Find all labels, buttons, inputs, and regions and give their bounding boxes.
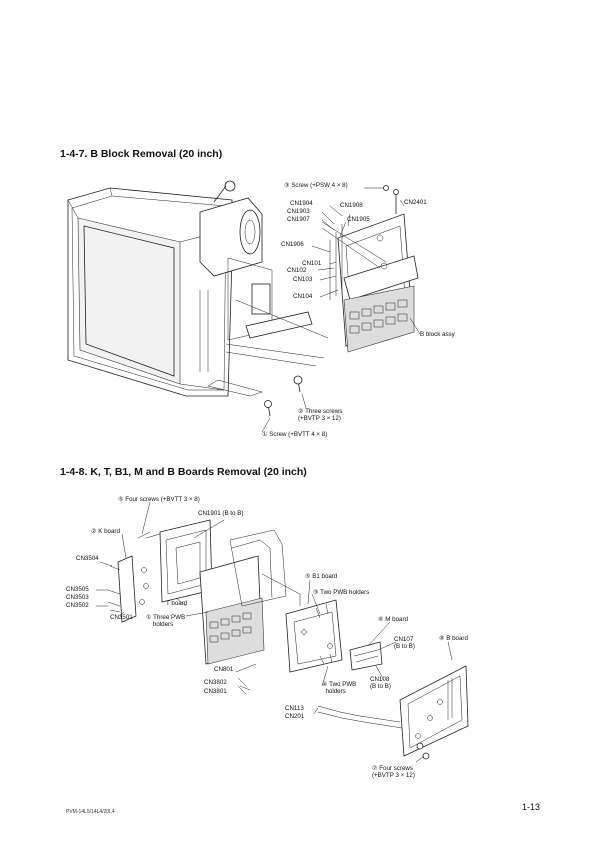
b1-board-illustration xyxy=(285,599,343,673)
label-cn3505: CN3505 xyxy=(66,586,89,593)
label-cn201: CN201 xyxy=(285,713,305,720)
label-screw-psw: ③ Screw (+PSW 4 × 8) xyxy=(284,182,348,189)
footer-model: PVM-14L5/14L4/20L4 xyxy=(66,809,115,815)
label-cn107: CN107 (B to B) xyxy=(394,636,415,651)
label-screw-bvtt: ① Screw (+BVTT 4 × 8) xyxy=(262,431,328,438)
label-two-pwb-holders-bottom: ④ Two PWB holders xyxy=(322,681,357,696)
label-cn1905: CN1905 xyxy=(347,216,370,223)
leader-lines-diagram1 xyxy=(261,187,421,433)
label-four-screws-bvtt: ⑤ Four screws (+BVTT 3 × 8) xyxy=(118,496,200,503)
label-cn108: CN108 (B to B) xyxy=(370,676,391,691)
label-cn104: CN104 xyxy=(293,293,313,300)
b-block-assy-illustration xyxy=(321,185,419,353)
section-heading-b-block: 1-4-7. B Block Removal (20 inch) xyxy=(60,148,223,160)
label-cn113: CN113 xyxy=(285,705,304,712)
crt-monitor-illustration xyxy=(67,180,329,397)
removal-screws xyxy=(264,375,303,417)
label-cn3502: CN3502 xyxy=(66,602,89,609)
label-cn3504: CN3504 xyxy=(76,555,99,562)
b-board-illustration xyxy=(399,665,469,757)
label-two-pwb-holders-top: ③ Two PWB holders xyxy=(313,589,370,596)
label-four-screws-bvtp: ⑦ Four screws (+BVTP 3 × 12) xyxy=(372,765,415,780)
label-cn1901: CN1901 (B to B) xyxy=(198,510,244,517)
m-board-illustration xyxy=(349,641,383,671)
page-number: 1-13 xyxy=(522,802,541,812)
chassis-frame-illustration xyxy=(199,529,301,665)
label-b-board: ⑧ B board xyxy=(439,635,468,642)
label-m-board: ⑥ M board xyxy=(378,616,408,623)
label-cn801: CN801 xyxy=(214,666,234,673)
label-cn1907: CN1907 xyxy=(287,216,310,223)
label-three-pwb-holders: ① Three PWB holders xyxy=(146,614,186,629)
k-board-illustration xyxy=(107,531,151,623)
leader-lines-diagram2 xyxy=(96,501,453,763)
label-cn1904: CN1904 xyxy=(290,200,313,207)
label-b-block-assy: B block assy xyxy=(420,331,455,338)
label-cn3801: CN3801 xyxy=(204,688,227,695)
label-cn3501: CN3501 xyxy=(110,614,133,621)
label-cn102: CN102 xyxy=(287,267,307,274)
label-three-screws: ② Three screws (+BVTP 3 × 12) xyxy=(298,408,343,423)
cables-and-screws xyxy=(145,533,430,760)
section-heading-boards: 1-4-8. K, T, B1, M and B Boards Removal … xyxy=(60,466,307,478)
label-cn1903: CN1903 xyxy=(287,208,310,215)
label-k-board: ② K board xyxy=(91,528,120,535)
label-cn3503: CN3503 xyxy=(66,594,89,601)
label-cn3802: CN3802 xyxy=(204,679,227,686)
label-cn2401: CN2401 xyxy=(404,199,427,206)
label-cn1906: CN1906 xyxy=(281,241,304,248)
label-cn101: CN101 xyxy=(302,260,322,267)
label-b1-board: ⑤ B1 board xyxy=(305,573,338,580)
label-t-board: T board xyxy=(166,600,188,607)
label-cn103: CN103 xyxy=(293,276,313,283)
label-cn1908: CN1908 xyxy=(340,202,363,209)
